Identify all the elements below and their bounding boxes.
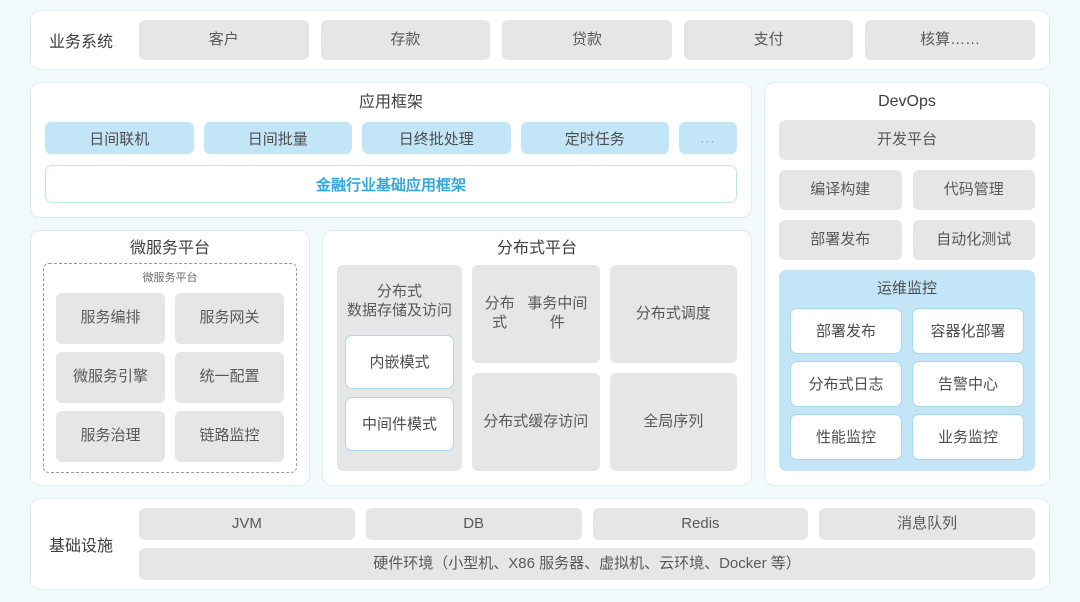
microservice-unified-config[interactable]: 统一配置 [175, 351, 284, 403]
distributed-cache-access[interactable]: 分布式 缓存访问 [472, 373, 600, 471]
infra-message-queue[interactable]: 消息队列 [819, 508, 1035, 540]
microservice-trace-monitoring[interactable]: 链路监控 [175, 410, 284, 462]
application-framework-title: 应用框架 [358, 94, 423, 111]
devops-code-management[interactable]: 代码管理 [912, 170, 1035, 210]
infra-db[interactable]: DB [365, 508, 582, 540]
microservice-inner-title: 微服务平台 [142, 272, 198, 284]
business-system-customer[interactable]: 客户 [139, 20, 309, 60]
application-framework-panel: 应用框架 日间联机 日间批量 日终批处理 定时任务 ... 金融行业基础应用框架 [30, 82, 752, 218]
business-systems-label: 业务系统 [49, 34, 114, 51]
storage-mode-middleware[interactable]: 中间件模式 [345, 396, 454, 451]
tag-daytime-online[interactable]: 日间联机 [45, 122, 194, 154]
tag-more-ellipsis[interactable]: ... [679, 122, 737, 154]
microservice-platform-title: 微服务平台 [129, 240, 210, 257]
microservice-items-grid: 服务编排 服务网关 微服务引擎 统一配置 服务治理 链路监控 [56, 292, 284, 462]
tag-eod-batch[interactable]: 日终批处理 [362, 122, 511, 154]
business-system-loan[interactable]: 贷款 [502, 20, 672, 60]
business-system-payment[interactable]: 支付 [683, 20, 854, 60]
microservice-inner-dashed-box: 微服务平台 服务编排 服务网关 微服务引擎 统一配置 服务治理 链路监控 [43, 263, 297, 473]
ops-monitoring-panel: 运维监控 部署发布 容器化部署 分布式日志 告警中心 性能监控 业务监控 [779, 270, 1035, 471]
infrastructure-components: JVM DB Redis 消息队列 [139, 508, 1035, 540]
cell-line2: 缓存访问 [528, 412, 589, 430]
ops-business-monitoring[interactable]: 业务监控 [912, 413, 1024, 460]
infra-jvm[interactable]: JVM [139, 508, 355, 540]
distributed-data-storage-title: 分布式 数据存储及访问 [345, 273, 454, 327]
ops-performance-monitoring[interactable]: 性能监控 [790, 413, 902, 460]
ops-distributed-log[interactable]: 分布式日志 [790, 360, 902, 407]
devops-dev-platform[interactable]: 开发平台 [779, 120, 1035, 160]
ops-monitoring-title: 运维监控 [876, 280, 937, 297]
microservice-engine[interactable]: 微服务引擎 [56, 351, 165, 403]
infra-hardware-environment[interactable]: 硬件环境（小型机、X86 服务器、虚拟机、云环境、Docker 等） [139, 548, 1035, 580]
tag-daytime-batch[interactable]: 日间批量 [203, 122, 352, 154]
ops-deploy-release[interactable]: 部署发布 [790, 307, 902, 354]
platform-band: 应用框架 日间联机 日间批量 日终批处理 定时任务 ... 金融行业基础应用框架… [30, 82, 1050, 486]
financial-base-framework-banner: 金融行业基础应用框架 [45, 165, 737, 203]
devops-row-deploy: 部署发布 自动化测试 [779, 220, 1035, 260]
infrastructure-panel: 基础设施 JVM DB Redis 消息队列 硬件环境（小型机、X86 服务器、… [30, 498, 1050, 590]
devops-panel: DevOps 开发平台 编译构建 代码管理 部署发布 自动化测试 运维监控 部署… [764, 82, 1050, 486]
ops-alert-center[interactable]: 告警中心 [912, 360, 1024, 407]
cell-line1: 分布式 [483, 412, 529, 430]
business-system-deposit[interactable]: 存款 [320, 20, 491, 60]
application-framework-tags: 日间联机 日间批量 日终批处理 定时任务 ... [45, 122, 737, 154]
cell-line1: 分布式 [484, 295, 515, 331]
tag-scheduled-task[interactable]: 定时任务 [520, 122, 669, 154]
distributed-data-storage-title-line1: 分布式 [376, 283, 422, 300]
devops-column: DevOps 开发平台 编译构建 代码管理 部署发布 自动化测试 运维监控 部署… [764, 82, 1050, 486]
devops-title: DevOps [878, 93, 936, 110]
platform-lower-row: 微服务平台 微服务平台 服务编排 服务网关 微服务引擎 统一配置 服务治理 链路… [30, 230, 752, 486]
infrastructure-stack: JVM DB Redis 消息队列 硬件环境（小型机、X86 服务器、虚拟机、云… [139, 508, 1035, 580]
microservice-gateway[interactable]: 服务网关 [175, 292, 284, 344]
distributed-platform-body: 分布式 数据存储及访问 内嵌模式 中间件模式 分布式 事务中间件 分布式调度 [337, 265, 737, 471]
business-systems-chips: 客户 存款 贷款 支付 核算…… [139, 20, 1035, 60]
microservice-orchestration[interactable]: 服务编排 [56, 292, 165, 344]
devops-deploy-release[interactable]: 部署发布 [779, 220, 902, 260]
ops-containerized-deploy[interactable]: 容器化部署 [912, 307, 1024, 354]
distributed-platform-panel: 分布式平台 分布式 数据存储及访问 内嵌模式 中间件模式 [322, 230, 752, 486]
devops-row-build: 编译构建 代码管理 [779, 170, 1035, 210]
cell-line2: 事务中间件 [527, 295, 588, 331]
infrastructure-label: 基础设施 [49, 538, 114, 555]
distributed-platform-title: 分布式平台 [496, 240, 577, 257]
business-systems-panel: 业务系统 客户 存款 贷款 支付 核算…… [30, 10, 1050, 70]
distributed-global-sequence[interactable]: 全局序列 [609, 373, 737, 471]
devops-compile-build[interactable]: 编译构建 [779, 170, 902, 210]
devops-automated-testing[interactable]: 自动化测试 [912, 220, 1035, 260]
storage-mode-embedded[interactable]: 内嵌模式 [345, 334, 454, 389]
ops-monitoring-grid: 部署发布 容器化部署 分布式日志 告警中心 性能监控 业务监控 [790, 307, 1024, 460]
microservice-governance[interactable]: 服务治理 [56, 410, 165, 462]
microservice-platform-panel: 微服务平台 微服务平台 服务编排 服务网关 微服务引擎 统一配置 服务治理 链路… [30, 230, 310, 486]
distributed-transaction-middleware[interactable]: 分布式 事务中间件 [472, 265, 600, 363]
distributed-other-cells: 分布式 事务中间件 分布式调度 分布式 缓存访问 全局序列 [472, 265, 737, 471]
infra-redis[interactable]: Redis [592, 508, 809, 540]
business-system-accounting[interactable]: 核算…… [865, 20, 1035, 60]
distributed-data-storage-title-line2: 数据存储及访问 [346, 301, 452, 319]
distributed-data-storage-card[interactable]: 分布式 数据存储及访问 内嵌模式 中间件模式 [337, 265, 462, 471]
distributed-scheduling[interactable]: 分布式调度 [609, 265, 737, 363]
platform-left-column: 应用框架 日间联机 日间批量 日终批处理 定时任务 ... 金融行业基础应用框架… [30, 82, 752, 486]
